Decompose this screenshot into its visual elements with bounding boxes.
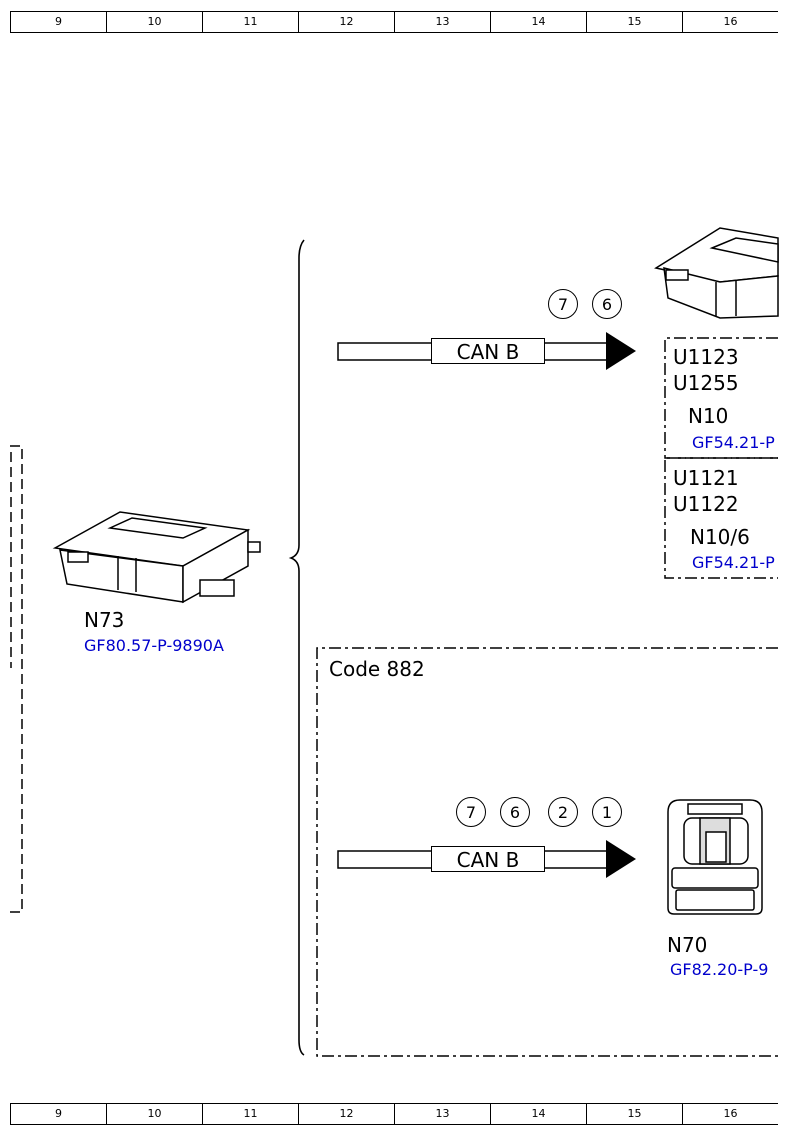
can-b-label-bottom: CAN B: [431, 846, 545, 872]
column-ruler-top: 9 10 11 12 13 14 15 16: [10, 11, 778, 33]
ruler-cell: 12: [298, 12, 394, 32]
arrow-head-top: [606, 332, 636, 370]
code-882-box: [316, 647, 778, 1057]
module-label-n10-6: N10/6: [690, 525, 750, 549]
ruler-cell: 9: [10, 12, 106, 32]
code-882-label: Code 882: [329, 657, 425, 681]
ruler-cell: 11: [202, 1104, 298, 1124]
ruler-cell: 13: [394, 12, 490, 32]
circled-ref: 7: [456, 797, 486, 827]
dashed-box-n10-6: [664, 457, 778, 579]
module-label-n10: N10: [688, 404, 729, 428]
module-label-n70: N70: [667, 933, 708, 957]
ruler-cell: 10: [106, 1104, 202, 1124]
ruler-cell: 14: [490, 1104, 586, 1124]
fault-code: U1122: [673, 492, 739, 516]
module-n73-image: [52, 511, 261, 604]
reference-link-n10-6[interactable]: GF54.21-P: [692, 553, 775, 572]
left-dashed-frame: [10, 445, 23, 913]
ruler-cell: 12: [298, 1104, 394, 1124]
reference-link-n70[interactable]: GF82.20-P-9: [670, 960, 769, 979]
ruler-cell: 11: [202, 12, 298, 32]
circled-ref: 6: [500, 797, 530, 827]
column-ruler-bottom: 9 10 11 12 13 14 15 16: [10, 1103, 778, 1125]
arrow-head-bottom: [606, 840, 636, 878]
ruler-cell: 15: [586, 12, 682, 32]
module-n10-image: [654, 227, 779, 319]
fault-code: U1123: [673, 345, 739, 369]
ruler-cell: 13: [394, 1104, 490, 1124]
ruler-cell: 15: [586, 1104, 682, 1124]
circled-ref: 7: [548, 289, 578, 319]
ruler-cell: 10: [106, 12, 202, 32]
ruler-cell: 16: [682, 1104, 778, 1124]
reference-link-n73[interactable]: GF80.57-P-9890A: [84, 636, 224, 655]
ruler-cell: 16: [682, 12, 778, 32]
ruler-cell: 14: [490, 12, 586, 32]
fault-code: U1255: [673, 371, 739, 395]
module-n70-image: [667, 799, 763, 915]
ruler-cell: 9: [10, 1104, 106, 1124]
curly-brace: [288, 239, 305, 1056]
circled-ref: 1: [592, 797, 622, 827]
dashed-box-n10: [664, 337, 778, 459]
can-b-label-top: CAN B: [431, 338, 545, 364]
circled-ref: 6: [592, 289, 622, 319]
reference-link-n10[interactable]: GF54.21-P: [692, 433, 775, 452]
circled-ref: 2: [548, 797, 578, 827]
fault-code: U1121: [673, 466, 739, 490]
module-label-n73: N73: [84, 608, 125, 632]
